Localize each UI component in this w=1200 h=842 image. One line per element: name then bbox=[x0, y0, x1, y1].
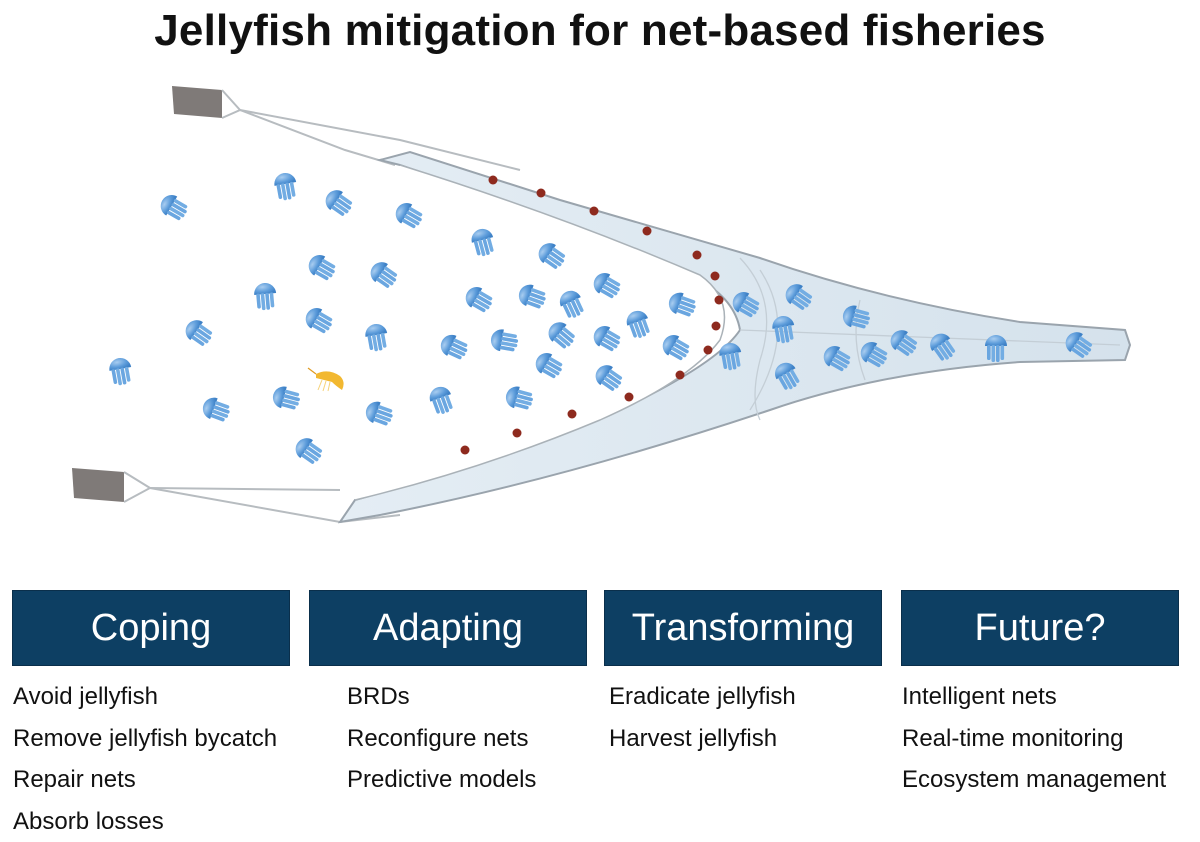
panel-header-transforming: Transforming bbox=[604, 590, 882, 666]
jellyfish-icon bbox=[985, 335, 1007, 362]
adapting-list: BRDs Reconfigure nets Predictive models bbox=[347, 676, 536, 801]
list-item: Intelligent nets bbox=[902, 676, 1166, 718]
list-item: Real-time monitoring bbox=[902, 718, 1166, 760]
shrimp-icon bbox=[308, 368, 344, 391]
list-item: Avoid jellyfish bbox=[13, 676, 277, 718]
jellyfish-icon bbox=[302, 304, 336, 337]
jellyfish-icon bbox=[108, 356, 134, 386]
list-item: Harvest jellyfish bbox=[609, 718, 796, 760]
panel-header-adapting: Adapting bbox=[309, 590, 587, 666]
list-item: Ecosystem management bbox=[902, 759, 1166, 801]
list-item: BRDs bbox=[347, 676, 536, 718]
jellyfish-icon bbox=[291, 434, 326, 468]
jellyfish-icon bbox=[200, 395, 233, 425]
coping-list: Avoid jellyfish Remove jellyfish bycatch… bbox=[13, 676, 277, 842]
jellyfish-icon bbox=[270, 384, 302, 412]
trawl-net-illustration bbox=[0, 70, 1200, 550]
list-item: Absorb losses bbox=[13, 801, 277, 842]
list-item: Reconfigure nets bbox=[347, 718, 536, 760]
jellyfish-icon bbox=[157, 191, 191, 224]
jellyfish-icon bbox=[253, 282, 277, 311]
future-list: Intelligent nets Real-time monitoring Ec… bbox=[902, 676, 1166, 801]
jellyfish-icon bbox=[273, 171, 299, 201]
list-item: Eradicate jellyfish bbox=[609, 676, 796, 718]
panel-header-future: Future? bbox=[901, 590, 1179, 666]
panel-header-coping: Coping bbox=[12, 590, 290, 666]
list-item: Remove jellyfish bycatch bbox=[13, 718, 277, 760]
jellyfish-icon bbox=[181, 316, 216, 350]
jellyfish-icon bbox=[321, 186, 356, 220]
list-item: Predictive models bbox=[347, 759, 536, 801]
otter-board-bottom bbox=[72, 468, 124, 502]
figure-title: Jellyfish mitigation for net-based fishe… bbox=[0, 6, 1200, 56]
jellyfish-icon bbox=[305, 251, 339, 284]
list-item: Repair nets bbox=[13, 759, 277, 801]
transforming-list: Eradicate jellyfish Harvest jellyfish bbox=[609, 676, 796, 759]
otter-board-top bbox=[172, 86, 222, 118]
